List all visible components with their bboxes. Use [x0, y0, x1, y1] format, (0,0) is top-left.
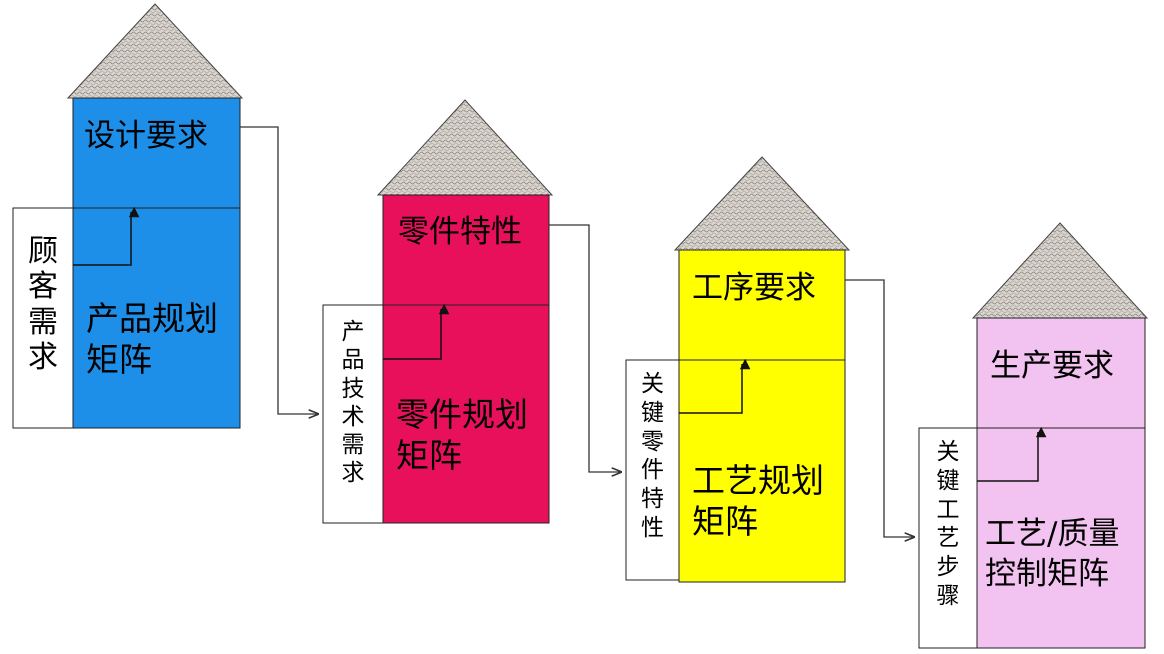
roof-1: [66, 3, 244, 99]
house-process-planning: [625, 156, 851, 583]
side-char: 步: [936, 554, 960, 580]
matrix-box-1: [72, 207, 241, 429]
side-char: 零: [641, 428, 664, 455]
house-product-planning: [12, 3, 244, 429]
side-char: 关: [641, 371, 664, 397]
inner-arrow-2: [383, 303, 450, 360]
matrix-line: 工艺/质量: [985, 516, 1120, 552]
side-label-4: 关 键 工 艺 步 骤: [919, 438, 977, 611]
matrix-line: 零件规划: [396, 395, 528, 434]
ceiling-box-1: [72, 97, 241, 209]
matrix-line: 产品规划: [86, 299, 218, 338]
side-char: 品: [341, 347, 365, 374]
roof-label-1: 设计要求: [84, 118, 208, 154]
ceiling-box-3: [678, 249, 846, 361]
matrix-label-1: 产品规划 矩阵: [86, 298, 218, 381]
side-char: 求: [28, 340, 58, 376]
ceiling-box-4: [976, 317, 1146, 429]
side-char: 需: [28, 304, 58, 340]
roof-3: [673, 156, 851, 251]
roof-label-4: 生产要求: [990, 348, 1114, 384]
inner-arrow-4: [977, 426, 1047, 482]
house-quality-control: [918, 222, 1149, 649]
side-char: 顾: [28, 234, 58, 269]
side-char: 键: [936, 467, 960, 494]
side-box-2: [322, 304, 384, 524]
house-part-planning: [322, 99, 554, 524]
side-char: 艺: [936, 525, 960, 552]
side-box-3: [625, 359, 680, 581]
side-label-2: 产 品 技 术 需 求: [323, 318, 383, 488]
side-char: 求: [341, 460, 365, 487]
connector-1-2: [240, 126, 318, 414]
matrix-line: 矩阵: [692, 502, 758, 542]
side-char: 工: [936, 496, 960, 523]
side-box-1: [12, 207, 74, 429]
connector-2-3: [549, 224, 621, 472]
side-char: 关: [936, 439, 960, 465]
matrix-box-3: [678, 359, 846, 583]
roof-2: [376, 99, 554, 196]
matrix-line: 矩阵: [396, 436, 462, 476]
inner-arrow-1: [73, 206, 140, 266]
side-box-4: [918, 427, 978, 649]
inner-arrow-3: [679, 358, 751, 414]
matrix-line: 控制矩阵: [985, 556, 1109, 593]
side-char: 性: [641, 514, 664, 541]
side-char: 骤: [936, 582, 960, 609]
matrix-line: 矩阵: [86, 340, 152, 380]
side-char: 术: [341, 403, 365, 430]
side-label-1: 顾 客 需 求: [13, 234, 73, 376]
side-char: 件: [641, 457, 664, 484]
matrix-line: 工艺规划: [692, 461, 824, 500]
matrix-box-2: [382, 304, 550, 524]
side-char: 技: [341, 375, 365, 402]
matrix-label-3: 工艺规划 矩阵: [692, 460, 824, 543]
side-char: 产: [341, 319, 365, 345]
ceiling-box-2: [382, 194, 550, 306]
matrix-label-4: 工艺/质量 控制矩阵: [985, 514, 1119, 595]
side-label-3: 关 键 零 件 特 性: [626, 370, 679, 543]
roof-label-2: 零件特性: [398, 214, 522, 250]
roof-4: [971, 222, 1149, 319]
matrix-box-4: [976, 427, 1146, 649]
matrix-label-2: 零件规划 矩阵: [396, 394, 528, 477]
side-char: 客: [28, 269, 58, 305]
side-char: 特: [641, 486, 664, 512]
roof-label-3: 工序要求: [692, 270, 816, 306]
side-char: 键: [641, 399, 664, 426]
connector-3-4: [845, 279, 914, 537]
side-char: 需: [341, 432, 365, 459]
